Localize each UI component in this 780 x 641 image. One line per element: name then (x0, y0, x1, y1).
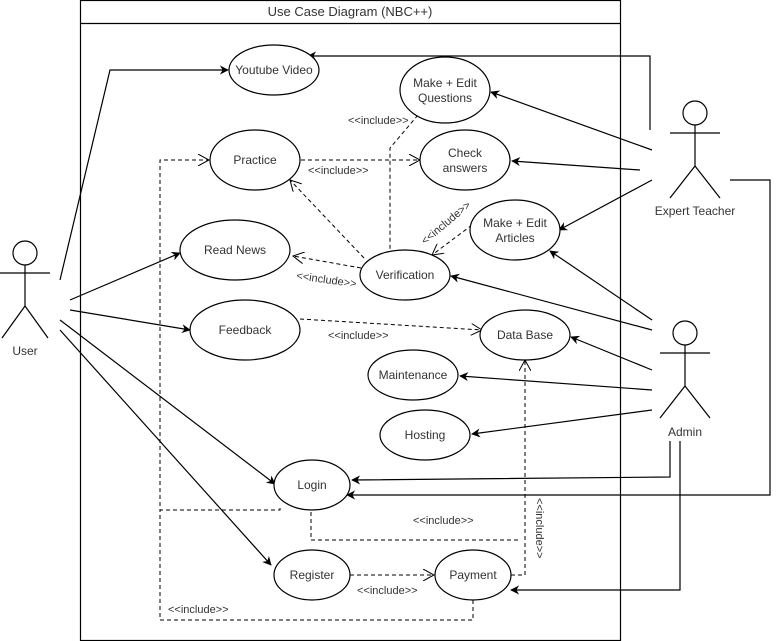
assoc-admin-payment (510, 441, 681, 595)
include-label: <<include>> (357, 585, 418, 597)
include-label: <<include>> (168, 604, 229, 616)
assoc-user-feedback (69, 309, 191, 334)
assoc-admin-verification (450, 273, 653, 331)
include-questions-verification (390, 114, 419, 274)
include-feedback-database (299, 318, 482, 330)
stick-figure-icon (669, 100, 721, 199)
use-case-make-edit-articles[interactable]: Make + Edit Articles (469, 199, 561, 261)
include-label: <<include>> (413, 515, 474, 527)
actor-user[interactable]: User (0, 240, 50, 358)
include-payment-database (511, 360, 525, 576)
include-label: <<include>> (348, 115, 409, 127)
use-case-make-edit-questions[interactable]: Make + Edit Questions (399, 56, 491, 124)
assoc-user-login (59, 319, 276, 485)
use-case-hosting[interactable]: Hosting (379, 409, 471, 461)
assoc-user-youtube (59, 65, 229, 281)
use-case-maintenance[interactable]: Maintenance (367, 349, 459, 401)
use-case-label: Feedback (219, 323, 273, 337)
actor-label: Expert Teacher (655, 204, 736, 218)
use-case-payment[interactable]: Payment (434, 549, 512, 601)
use-case-label: Hosting (405, 428, 446, 442)
diagram-title: Use Case Diagram (NBC++) (268, 4, 433, 19)
include-payment-practice (159, 510, 474, 621)
use-case-register[interactable]: Register (273, 549, 351, 601)
assoc-expert-login (346, 179, 771, 500)
use-case-read-news[interactable]: Read News (179, 219, 291, 281)
include-label: <<include>> (328, 330, 389, 342)
assoc-expert-youtube (307, 51, 651, 130)
use-case-label: Verification (376, 268, 435, 282)
use-case-label: Login (297, 478, 326, 492)
actor-label: Admin (668, 425, 702, 439)
use-case-label: Maintenance (379, 368, 448, 382)
assoc-expert-questions (490, 90, 653, 151)
use-case-feedback[interactable]: Feedback (189, 299, 301, 361)
assoc-admin-articles (549, 250, 653, 321)
include-articles-verification (432, 224, 473, 255)
assoc-expert-articles (558, 179, 653, 231)
use-case-label: Data Base (497, 328, 553, 342)
use-case-login[interactable]: Login (273, 459, 351, 511)
associations (59, 51, 771, 595)
use-case-check-answers[interactable]: Check answers (419, 129, 511, 191)
use-case-label: Practice (233, 153, 277, 167)
use-case-label: Payment (449, 568, 497, 582)
assoc-user-readnews (69, 252, 181, 301)
assoc-admin-maintenance (459, 372, 653, 391)
actor-label: User (12, 344, 37, 358)
assoc-admin-hosting (471, 409, 653, 438)
stick-figure-icon (0, 240, 50, 339)
assoc-expert-check (511, 157, 641, 171)
use-case-label: Make + Edit (483, 216, 547, 230)
use-case-label: Questions (418, 91, 472, 105)
actor-admin[interactable]: Admin (659, 320, 711, 439)
use-case-youtube[interactable]: Youtube Video (228, 44, 320, 96)
include-login-database (310, 512, 520, 541)
include-label: <<include>> (308, 165, 369, 177)
assoc-user-register (59, 329, 272, 566)
use-case-practice[interactable]: Practice (209, 129, 301, 191)
use-case-label: Make + Edit (413, 76, 477, 90)
actor-expert-teacher[interactable]: Expert Teacher (655, 100, 736, 218)
assoc-admin-login (351, 441, 671, 485)
use-case-label: answers (443, 161, 488, 175)
include-verification-readnews (293, 256, 362, 269)
use-case-label: Read News (204, 243, 266, 257)
use-case-label: Register (290, 568, 335, 582)
use-case-label: Articles (495, 231, 534, 245)
use-case-label: Youtube Video (235, 63, 313, 77)
use-case-verification[interactable]: Verification (359, 249, 451, 301)
stick-figure-icon (659, 320, 711, 419)
assoc-admin-database (570, 335, 653, 371)
include-verification-practice (290, 180, 365, 259)
include-label: <<include>> (533, 498, 545, 559)
use-case-data-base[interactable]: Data Base (479, 309, 571, 361)
use-case-label: Check (448, 146, 483, 160)
include-relations (159, 114, 525, 621)
